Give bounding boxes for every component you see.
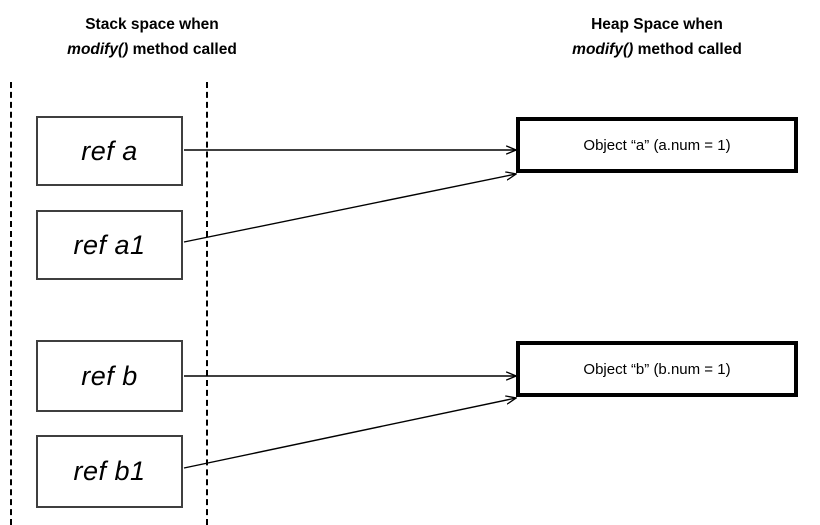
arrow-ref-a1-to-object-a — [183, 174, 516, 243]
stack-header-method: modify() — [67, 41, 129, 58]
heap-box-object-b-label: Object “b” (b.num = 1) — [583, 360, 731, 378]
stack-box-ref-a1: ref a1 — [36, 210, 183, 280]
heap-header-method: modify() — [572, 41, 634, 58]
stack-left-boundary-divider — [10, 82, 12, 525]
stack-box-ref-a: ref a — [36, 116, 183, 186]
heap-box-object-a-label: Object “a” (a.num = 1) — [583, 136, 731, 154]
stack-box-ref-b: ref b — [36, 340, 183, 412]
stack-box-ref-b1: ref b1 — [36, 435, 183, 508]
stack-column-header: Stack space when modify() method called — [12, 12, 292, 62]
stack-header-line1: Stack space when — [85, 16, 219, 33]
stack-header-line2: modify() method called — [12, 37, 292, 62]
stack-box-ref-b-label: ref b — [81, 360, 138, 391]
stack-box-ref-b1-label: ref b1 — [73, 456, 146, 486]
stack-header-line2-rest: method called — [128, 41, 237, 58]
heap-box-object-b: Object “b” (b.num = 1) — [516, 341, 798, 397]
stack-right-boundary-divider — [206, 82, 208, 525]
heap-column-header: Heap Space when modify() method called — [512, 12, 802, 62]
heap-header-line2: modify() method called — [512, 37, 802, 62]
heap-header-line2-rest: method called — [633, 41, 742, 58]
stack-box-ref-a-label: ref a — [81, 135, 138, 166]
arrow-ref-b1-to-object-b — [183, 398, 516, 469]
heap-header-line1: Heap Space when — [591, 16, 723, 33]
stack-box-ref-a1-label: ref a1 — [73, 229, 146, 260]
heap-box-object-a: Object “a” (a.num = 1) — [516, 117, 798, 173]
